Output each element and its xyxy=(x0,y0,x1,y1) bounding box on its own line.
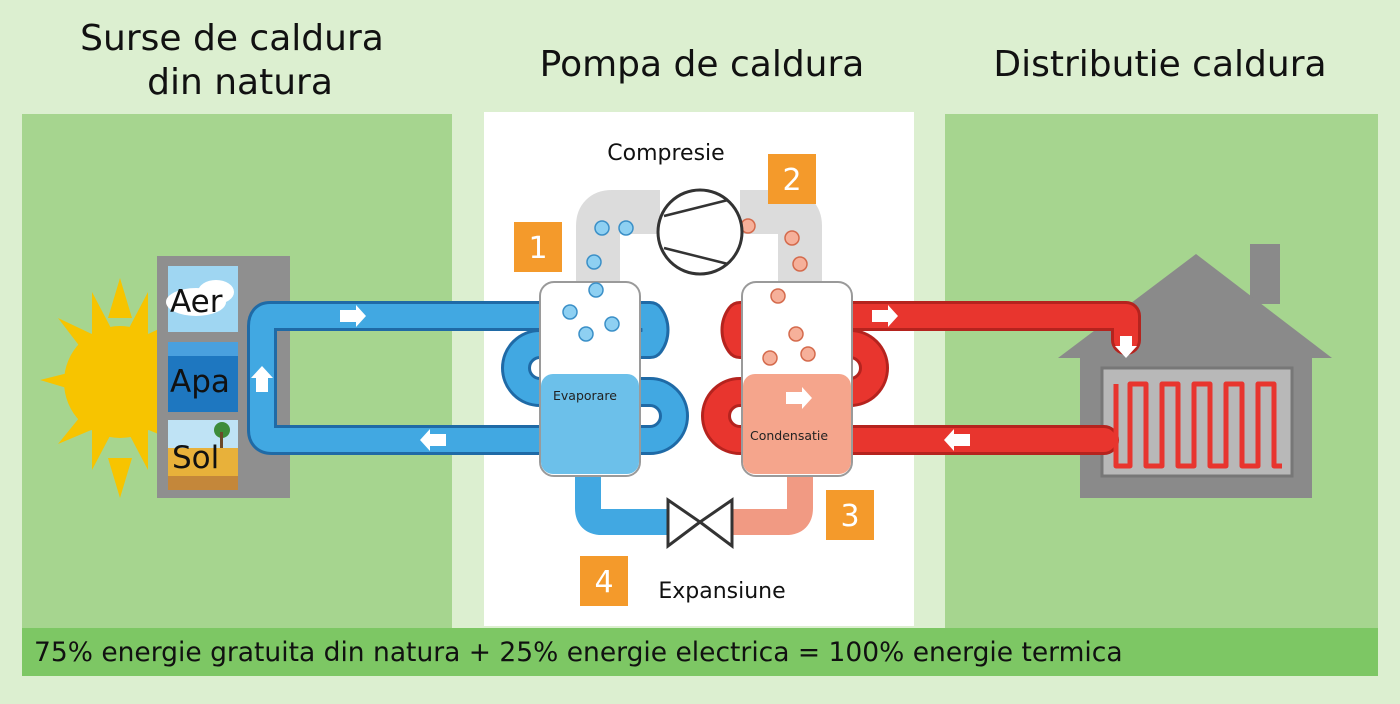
svg-text:1: 1 xyxy=(528,231,547,266)
arrow-icon xyxy=(340,305,366,327)
arrow-icon xyxy=(420,429,446,451)
step-badge-4: 4 xyxy=(580,556,628,606)
arrow-icon xyxy=(872,305,898,327)
header-pump: Pompa de caldura xyxy=(540,44,865,85)
hot-bubbles xyxy=(740,218,816,366)
svg-text:2: 2 xyxy=(782,163,801,198)
condensation-label: Condensatie xyxy=(750,428,828,443)
water-source: Apa xyxy=(168,342,238,412)
footer-equation: 75% energie gratuita din natura + 25% en… xyxy=(34,637,1123,668)
air-source: Aer xyxy=(166,266,238,332)
air-label: Aer xyxy=(170,284,223,320)
arrow-icon xyxy=(1115,336,1137,358)
evaporation-label: Evaporare xyxy=(553,388,617,403)
step-badge-2: 2 xyxy=(768,154,816,204)
soil-label: Sol xyxy=(172,440,219,476)
arrow-icon xyxy=(570,345,596,367)
expansion-label: Expansiune xyxy=(658,579,785,604)
footer-bar xyxy=(22,628,1378,676)
condenser: Condensatie xyxy=(741,281,853,477)
cold-bubbles xyxy=(562,220,634,342)
svg-text:4: 4 xyxy=(594,565,613,600)
arrow-icon xyxy=(786,387,812,409)
arrow-icon xyxy=(251,366,273,392)
compressor-icon xyxy=(656,188,744,276)
refrigerant-pipes xyxy=(575,190,822,535)
evaporator: Evaporare xyxy=(539,281,641,477)
header-sources-line2: din natura xyxy=(147,62,333,103)
soil-source: Sol xyxy=(168,420,238,490)
radiator-coil xyxy=(1113,381,1282,469)
step-badge-3: 3 xyxy=(826,490,874,540)
water-label: Apa xyxy=(170,364,230,400)
step-badge-1: 1 xyxy=(514,222,562,272)
hot-loop xyxy=(701,301,1141,455)
compression-label: Compresie xyxy=(607,141,724,166)
svg-text:3: 3 xyxy=(840,499,859,534)
arrow-icon xyxy=(944,429,970,451)
expansion-valve-icon xyxy=(666,497,734,549)
header-distribution: Distributie caldura xyxy=(993,44,1326,85)
header-sources-line1: Surse de caldura xyxy=(80,18,384,59)
